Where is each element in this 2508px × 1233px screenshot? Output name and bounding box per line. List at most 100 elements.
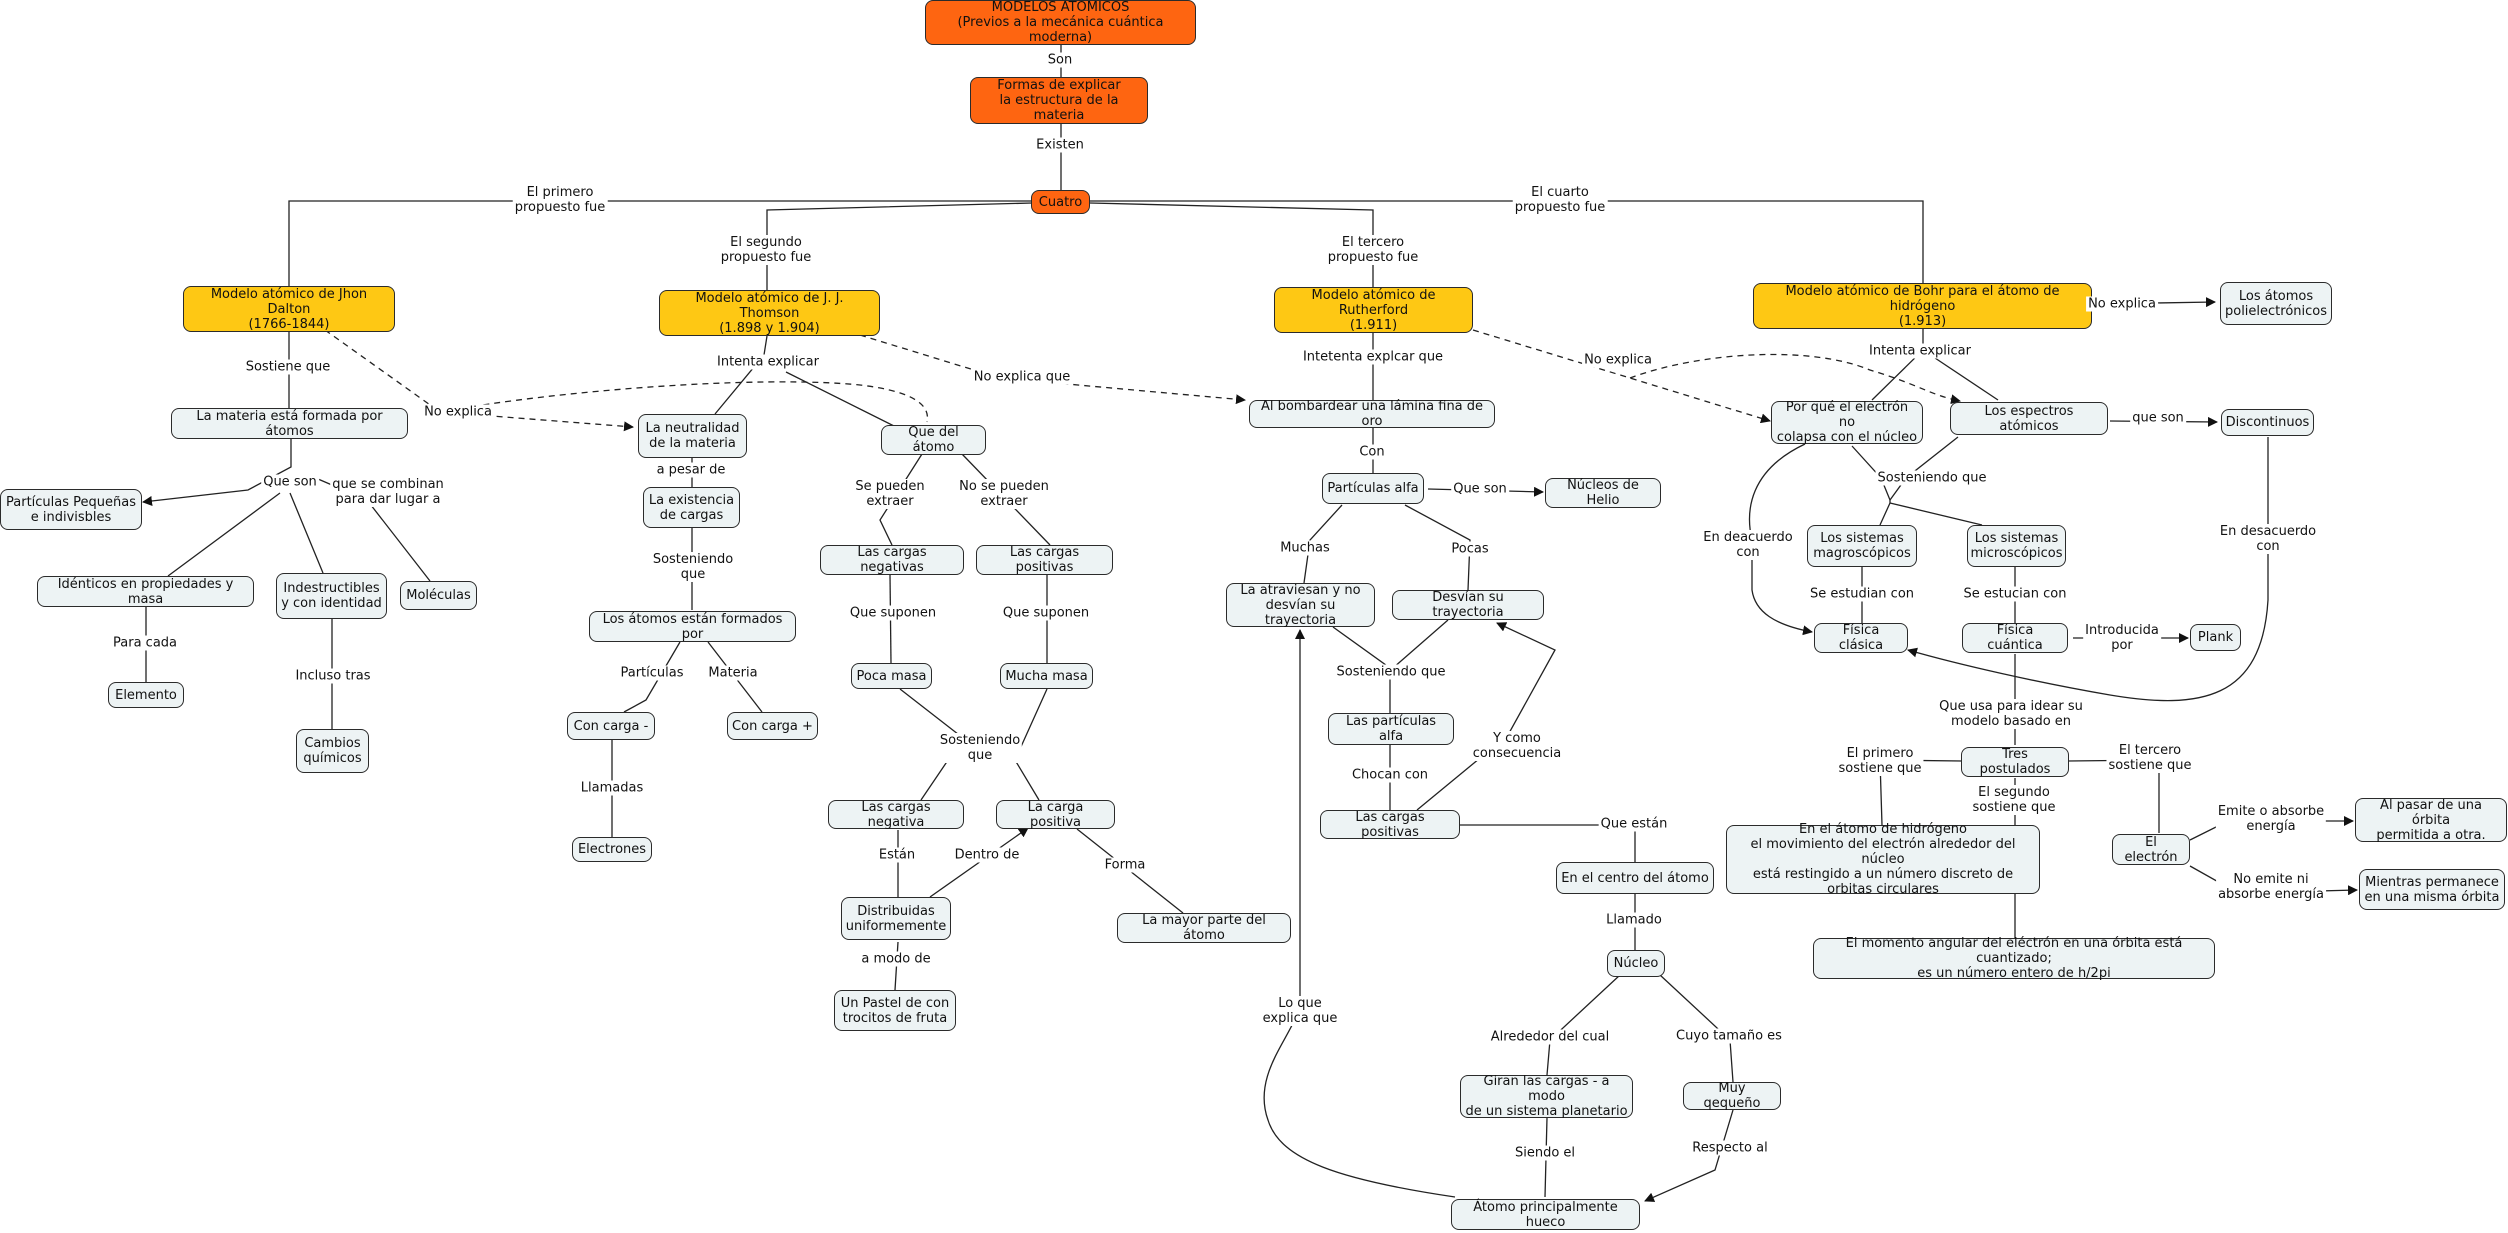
concept-node-existencia-cargas[interactable]: La existencia de cargas [643,487,740,528]
concept-node-plank[interactable]: Plank [2190,624,2241,651]
concept-node-particulas-alfa[interactable]: Partículas alfa [1322,473,1424,504]
concept-node-que-del-atomo[interactable]: Que del átomo [881,425,986,455]
concept-node-identicos[interactable]: Idénticos en propiedades y masa [37,576,254,607]
concept-node-carga-positiva[interactable]: La carga positiva [996,800,1115,830]
concept-node-polielectronicos[interactable]: Los átomos polielectrónicos [2220,282,2332,325]
link-label: Que están [1598,816,1670,832]
link-label: Materia [706,665,760,681]
link-label: Emite o absorbe energía [2215,804,2327,834]
link-label: Sosteniendo que [1875,470,1989,486]
link-label: Forma [1102,857,1148,873]
concept-node-cambios-quimicos[interactable]: Cambios químicos [296,729,369,773]
concept-node-poca-masa[interactable]: Poca masa [851,663,932,689]
link-label: El tercero sostiene que [2106,743,2194,773]
link [714,335,768,415]
concept-node-thomson[interactable]: Modelo atómico de J. J. Thomson (1.898 y… [659,290,880,336]
concept-node-mucha-masa[interactable]: Mucha masa [1000,663,1093,689]
concept-node-pasar-orbita[interactable]: Al pasar de una órbita permitida a otra. [2355,798,2507,843]
link-label: Que son [261,474,319,490]
concept-node-desvian[interactable]: Desvían su trayectoria [1392,590,1544,620]
concept-node-dalton[interactable]: Modelo atómico de Jhon Dalton (1766-1844… [183,286,395,332]
link [1907,437,2269,702]
concept-node-centro-atomo[interactable]: En el centro del átomo [1556,862,1714,894]
link-label: No explica [1582,352,1654,368]
concept-node-giran-cargas[interactable]: Giran las cargas - a modo de un sistema … [1460,1074,1633,1119]
dashed-link [439,381,929,423]
concept-node-pastel[interactable]: Un Pastel de con trocitos de fruta [834,990,956,1031]
concept-node-muy-pequeno[interactable]: Muy qequeño [1683,1081,1781,1111]
concept-node-atraviesan[interactable]: La atraviesan y no desvían su trayectori… [1226,583,1375,628]
link-label: El primero sostiene que [1836,746,1924,776]
link [1644,1109,1734,1202]
concept-node-nucleos-helio[interactable]: Núcleos de Helio [1545,478,1661,508]
concept-node-con-carga-negativa[interactable]: Con carga - [567,712,655,740]
concept-node-tres-postulados[interactable]: Tres postulados [1961,747,2069,777]
link [142,439,292,506]
link-label: El segundo propuesto fue [718,235,814,265]
concept-node-bohr[interactable]: Modelo atómico de Bohr para el átomo de … [1753,283,2092,329]
concept-node-las-particulas-alfa[interactable]: Las partículas alfa [1328,713,1454,745]
concept-node-postulado-2[interactable]: El momento angular del eléctrón en una ó… [1813,936,2215,981]
concept-node-fisica-clasica[interactable]: Física clásica [1814,623,1908,653]
link [1263,629,1456,1198]
link [1404,504,1471,591]
dashed-link [859,334,1246,405]
concept-node-title[interactable]: MODELOS ATÓMICOS (Previos a la mecánica … [925,0,1196,45]
link-label: No explica [422,404,494,420]
link [1546,974,1621,1076]
link-label: Que usa para idear su modelo basado en [1937,699,2085,729]
link-label: Chocan con [1349,767,1431,783]
concept-node-el-electron[interactable]: El electrón [2112,834,2190,865]
concept-node-nucleo[interactable]: Núcleo [1607,950,1665,977]
link [879,453,923,546]
concept-node-rutherford[interactable]: Modelo atómico de Rutherford (1.911) [1274,287,1473,333]
concept-node-con-carga-positiva[interactable]: Con carga + [727,712,818,740]
concept-node-cargas-negativa[interactable]: Las cargas negativa [828,800,964,830]
link [929,827,1029,898]
concept-node-cargas-positivas[interactable]: Las cargas positivas [976,545,1113,575]
link [167,492,281,577]
link-label: Que suponen [847,605,939,621]
concept-node-cuatro[interactable]: Cuatro [1031,190,1090,214]
link [1889,502,1983,526]
link-label: En desacuerdo con [2217,524,2319,554]
concept-node-electrones[interactable]: Electrones [572,837,652,862]
link [1416,622,1556,811]
concept-node-atomos-formados[interactable]: Los átomos están formados por [589,611,796,642]
concept-node-electron-no-colapsa[interactable]: Por qué el electrón no colapsa con el nú… [1771,400,1923,445]
concept-node-discontinuos[interactable]: Discontinuos [2221,409,2314,436]
concept-node-indestructibles[interactable]: Indestructibles y con identidad [276,573,387,619]
concept-node-mayor-parte[interactable]: La mayor parte del átomo [1117,913,1291,943]
concept-node-sistemas-macroscopicos[interactable]: Los sistemas magroscópicos [1807,525,1917,567]
concept-node-particulas-pequenas[interactable]: Partículas Pequeñas e indivisbles [0,489,142,530]
concept-node-atomo-hueco[interactable]: Átomo principalmente hueco [1451,1199,1640,1230]
concept-node-espectros-atomicos[interactable]: Los espectros atómicos [1950,402,2108,435]
link-label: Sostiene que [243,359,333,375]
concept-node-postulado-1[interactable]: En el átomo de hidrógeno el movimiento d… [1726,822,2040,897]
dashed-link [1629,353,1961,405]
link-label: Son [1045,52,1075,68]
concept-node-misma-orbita[interactable]: Mientras permanece en una misma órbita [2359,869,2505,910]
link-label: Intenta explicar [714,354,822,370]
concept-node-materia-atomos[interactable]: La materia está formada por átomos [171,408,408,439]
concept-node-cargas-negativas[interactable]: Las cargas negativas [820,545,964,575]
concept-node-elemento[interactable]: Elemento [108,682,184,708]
link-label: Que suponen [1000,605,1092,621]
concept-node-formas[interactable]: Formas de explicar la estructura de la m… [970,77,1148,124]
link-label: que son [2130,410,2186,426]
concept-node-lamina-oro[interactable]: Al bombardear una lámina fina de oro [1249,399,1495,429]
link-label: a pesar de [654,462,728,478]
concept-node-distribuidas[interactable]: Distribuidas uniformemente [841,897,951,940]
link-label: En deacuerdo con [1701,530,1795,560]
concept-node-sistemas-microscopicos[interactable]: Los sistemas microscópicos [1967,525,2066,567]
concept-node-moleculas[interactable]: Moléculas [400,581,477,610]
concept-node-neutralidad[interactable]: La neutralidad de la materia [638,414,747,458]
link [1879,500,1891,526]
link-label: Con [1357,444,1387,460]
concept-node-fisica-cuantica[interactable]: Física cuántica [1962,623,2068,653]
link-label: a modo de [859,951,933,967]
link-label: Introducida por [2083,623,2161,653]
link-label: Sosteniendo que [937,733,1023,763]
concept-node-las-cargas-positivas[interactable]: Las cargas positivas [1320,810,1460,840]
link [1871,329,1924,401]
